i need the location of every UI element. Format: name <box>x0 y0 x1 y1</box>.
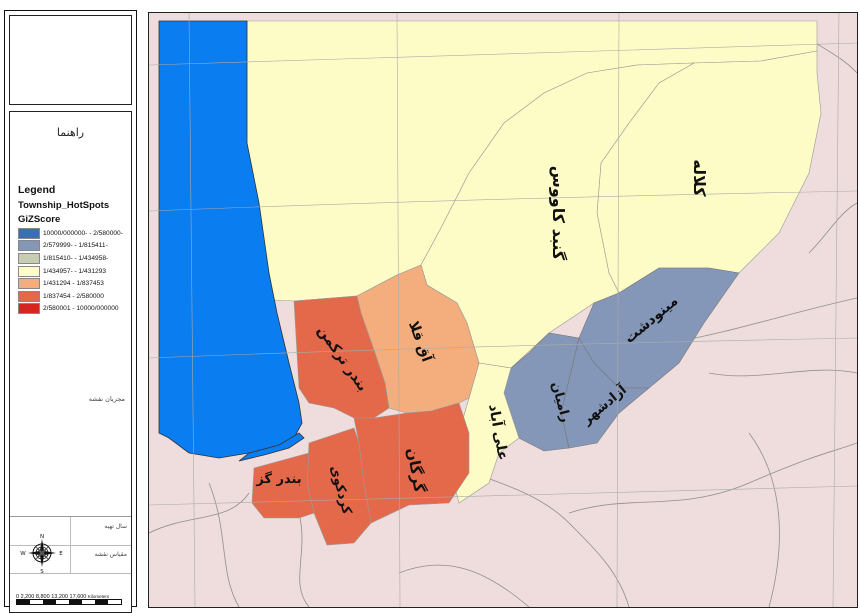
scalebar-tick: 0 <box>16 594 20 600</box>
legend-swatch <box>18 252 40 264</box>
caspian-sea <box>158 20 303 459</box>
legend-classes: 10000/000000- - 2/580000- 2/579999- - 1/… <box>18 227 133 315</box>
legend-title: Legend <box>18 184 56 196</box>
township-label: بندر گز <box>255 471 301 487</box>
map-canvas: کلاله گنبد کاووس مینودشت آزادشهر رامیان … <box>149 13 857 607</box>
township-label: گنبد کاووس <box>549 166 568 261</box>
logo-box <box>9 15 132 105</box>
legend-swatch <box>18 265 40 277</box>
legend-swatch <box>18 290 40 302</box>
scalebar-tick: 2,200 <box>20 594 35 600</box>
legend-layer-name: Township_HotSpots <box>18 200 110 211</box>
north-label: N <box>40 534 44 540</box>
legend-class-label: 1/431294 - 1/837453 <box>43 280 104 288</box>
legend-class: 10000/000000- - 2/580000- <box>18 227 133 240</box>
map-info-table: سال تهیه مقیاس نقشه N S E W <box>10 516 131 613</box>
legend-field-name: GiZScore <box>18 214 61 225</box>
west-label: W <box>20 551 26 557</box>
south-label: S <box>40 569 44 573</box>
legend-class-label: 10000/000000- - 2/580000- <box>43 229 123 237</box>
legend-class: 1/434957- - 1/431293 <box>18 265 133 278</box>
scalebar-tick: 17,600 <box>69 594 87 600</box>
legend-class: 1/815410- - 1/434958- <box>18 252 133 265</box>
legend-heading: راهنما <box>56 126 85 139</box>
legend-class-label: 1/837454 - 2/580000 <box>43 292 104 300</box>
legend-class: 1/837454 - 2/580000 <box>18 290 133 303</box>
year-label: سال تهیه <box>104 523 127 530</box>
scalebar <box>16 599 122 605</box>
legend-class-label: 2/579999- - 1/815411- <box>43 242 108 250</box>
east-label: E <box>59 551 63 557</box>
map-frame: کلاله گنبد کاووس مینودشت آزادشهر رامیان … <box>148 12 858 608</box>
scale-row: مقیاس نقشه <box>10 545 131 574</box>
legend-swatch <box>18 227 40 239</box>
gorgan-bay <box>238 432 305 462</box>
legend-class: 2/580001 - 10000/000000 <box>18 303 133 316</box>
legend-swatch <box>18 240 40 252</box>
legend-class-label: 1/434957- - 1/431293 <box>43 267 107 275</box>
scale-label: مقیاس نقشه <box>94 551 127 558</box>
year-row: سال تهیه <box>10 517 131 546</box>
scalebar-labels: 0 2,200 8,800 13,200 17,600 Kilometers <box>16 594 109 600</box>
sidebar-panel: راهنما Legend Township_HotSpots GiZScore… <box>4 10 137 613</box>
legend-swatch <box>18 278 40 290</box>
legend-class: 2/579999- - 1/815411- <box>18 240 133 253</box>
map-contributors-label: مجریان نقشه <box>88 395 125 403</box>
scalebar-tick: 13,200 <box>51 594 69 600</box>
north-arrow-icon: N S E W <box>20 534 63 573</box>
scalebar-tick: 8,800 <box>35 594 50 600</box>
legend-swatch <box>18 303 40 315</box>
legend-class-label: 2/580001 - 10000/000000 <box>43 305 119 313</box>
legend-panel: راهنما Legend Township_HotSpots GiZScore… <box>9 111 132 613</box>
neighbor-boundaries <box>149 22 857 607</box>
township-label: کلاله <box>690 159 709 197</box>
legend-class-label: 1/815410- - 1/434958- <box>43 254 109 262</box>
minudasht-township <box>578 267 740 389</box>
legend-class: 1/431294 - 1/837453 <box>18 277 133 290</box>
scalebar-unit: Kilometers <box>87 594 110 599</box>
